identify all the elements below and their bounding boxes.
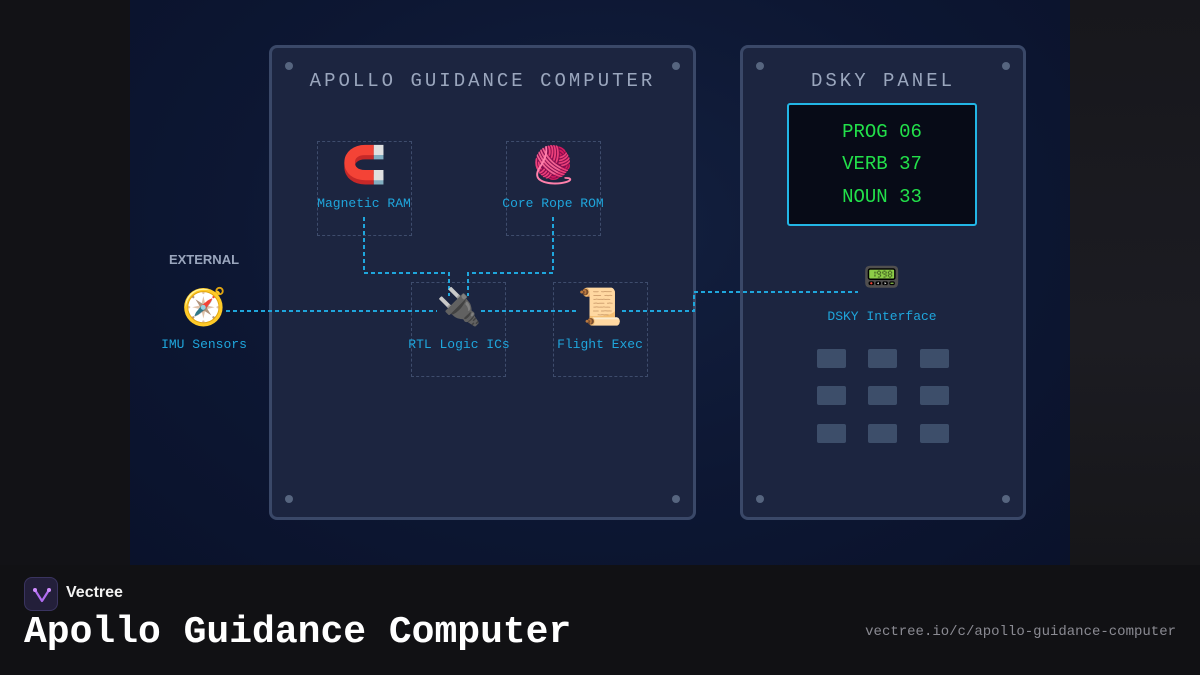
dsky-noun-line: NOUN 33 bbox=[842, 186, 922, 208]
keypad-key[interactable] bbox=[868, 349, 897, 368]
agc-panel-title: APOLLO GUIDANCE COMPUTER bbox=[309, 70, 656, 92]
keypad-key[interactable] bbox=[817, 349, 846, 368]
screw bbox=[285, 495, 293, 503]
flight-exec-label: Flight Exec bbox=[557, 337, 643, 352]
magnetic-ram-label: Magnetic RAM bbox=[317, 196, 411, 211]
magnet-icon: 🧲 bbox=[341, 145, 387, 186]
rtl-logic-box bbox=[411, 282, 506, 377]
right-margin bbox=[1070, 0, 1200, 565]
vectree-logo-icon bbox=[24, 577, 58, 611]
yarn-icon: 🧶 bbox=[530, 145, 576, 186]
pager-icon: 📟 bbox=[863, 260, 901, 295]
keypad-key[interactable] bbox=[920, 424, 949, 443]
brand-name: Vectree bbox=[66, 584, 123, 601]
keypad-key[interactable] bbox=[868, 424, 897, 443]
footer-bar: Vectree Apollo Guidance Computer vectree… bbox=[0, 565, 1200, 675]
screw bbox=[756, 495, 764, 503]
external-label: EXTERNAL bbox=[168, 252, 240, 267]
dsky-verb-line: VERB 37 bbox=[842, 153, 922, 175]
keypad-key[interactable] bbox=[868, 386, 897, 405]
dsky-display: PROG 06 VERB 37 NOUN 33 bbox=[787, 103, 977, 226]
keypad-key[interactable] bbox=[920, 386, 949, 405]
core-rope-rom-label: Core Rope ROM bbox=[502, 196, 604, 211]
screw bbox=[285, 62, 293, 70]
screw bbox=[672, 495, 680, 503]
plug-icon: 🔌 bbox=[436, 287, 482, 328]
dsky-panel-title: DSKY PANEL bbox=[810, 70, 956, 92]
diagram-stage: APOLLO GUIDANCE COMPUTER DSKY PANEL PROG… bbox=[130, 0, 1200, 565]
dsky-prog-line: PROG 06 bbox=[842, 121, 922, 143]
rtl-logic-label: RTL Logic ICs bbox=[408, 337, 510, 352]
screw bbox=[672, 62, 680, 70]
screw bbox=[756, 62, 764, 70]
flight-exec-box bbox=[553, 282, 648, 377]
dsky-interface-label: DSKY Interface bbox=[827, 309, 937, 324]
page-url[interactable]: vectree.io/c/apollo-guidance-computer bbox=[865, 624, 1176, 640]
page-title: Apollo Guidance Computer bbox=[24, 611, 572, 654]
imu-sensors-label: IMU Sensors bbox=[161, 337, 247, 352]
keypad-key[interactable] bbox=[817, 424, 846, 443]
screw bbox=[1002, 495, 1010, 503]
compass-icon: 🧭 bbox=[181, 287, 227, 328]
scroll-icon: 📜 bbox=[577, 287, 623, 328]
keypad-key[interactable] bbox=[920, 349, 949, 368]
screw bbox=[1002, 62, 1010, 70]
keypad-key[interactable] bbox=[817, 386, 846, 405]
